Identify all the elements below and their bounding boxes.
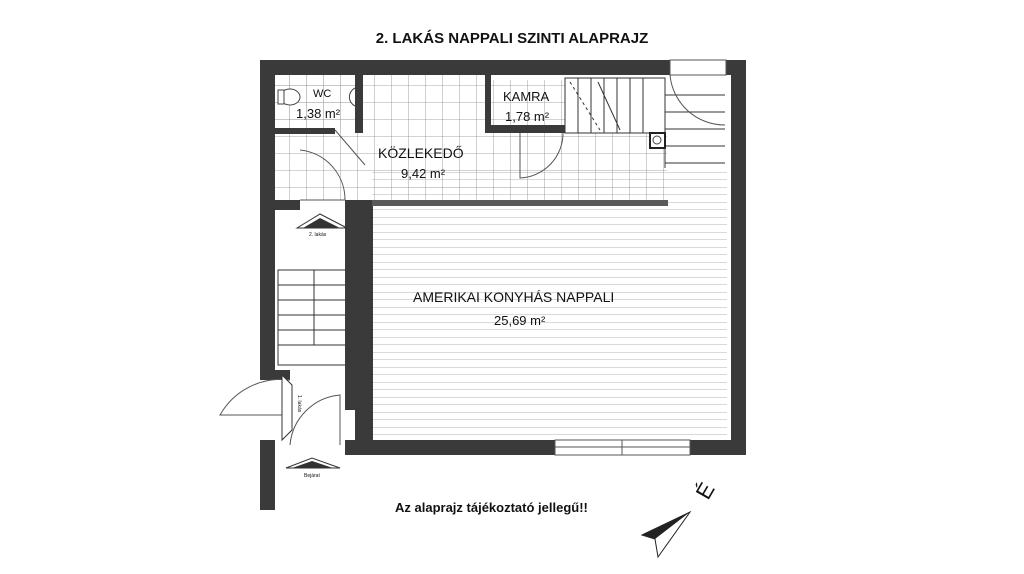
window-top-right bbox=[669, 59, 727, 76]
door-kamra bbox=[519, 132, 564, 179]
markers bbox=[281, 213, 692, 559]
kozlekedo-area: 9,42 m² bbox=[401, 166, 446, 181]
stair-upper-right bbox=[564, 77, 666, 134]
entrance-side-label: 1. lakás bbox=[296, 395, 302, 413]
doors bbox=[219, 74, 726, 446]
kamra-floor bbox=[490, 80, 565, 125]
door-entrance bbox=[219, 378, 291, 416]
plan-title: 2. LAKÁS NAPPALI SZINTI ALAPRAJZ bbox=[375, 30, 649, 47]
kozlekedo-name: KÖZLEKEDŐ bbox=[378, 144, 464, 161]
disclaimer-note: Az alaprajz tájékoztató jellegű!! bbox=[395, 500, 588, 515]
floors bbox=[275, 75, 727, 438]
door-corridor bbox=[299, 149, 346, 201]
walls bbox=[260, 60, 746, 510]
staircases bbox=[277, 77, 725, 366]
entrance-label: Bejárat bbox=[304, 473, 320, 479]
door-stair bbox=[669, 74, 726, 126]
room-labels: WC 1,38 m² KAMRA 1,78 m² KÖZLEKEDŐ 9,42 … bbox=[296, 88, 720, 504]
wc-name: WC bbox=[313, 88, 331, 100]
windows bbox=[554, 59, 727, 456]
kamra-area: 1,78 m² bbox=[505, 109, 550, 124]
nappali-name: AMERIKAI KONYHÁS NAPPALI bbox=[413, 289, 614, 305]
door-wc bbox=[334, 129, 366, 166]
nappali-area: 25,69 m² bbox=[494, 313, 546, 328]
living-floor bbox=[372, 168, 727, 438]
wc-area: 1,38 m² bbox=[296, 106, 341, 121]
kamra-name: KAMRA bbox=[503, 89, 550, 104]
door-entrance-2 bbox=[289, 394, 341, 446]
sink-icon bbox=[348, 87, 356, 107]
fixtures bbox=[277, 87, 666, 149]
entrance-side-arrow-icon bbox=[281, 373, 293, 442]
upper-stair-label: 2. lakás bbox=[309, 232, 327, 238]
north-label: É bbox=[691, 478, 720, 503]
